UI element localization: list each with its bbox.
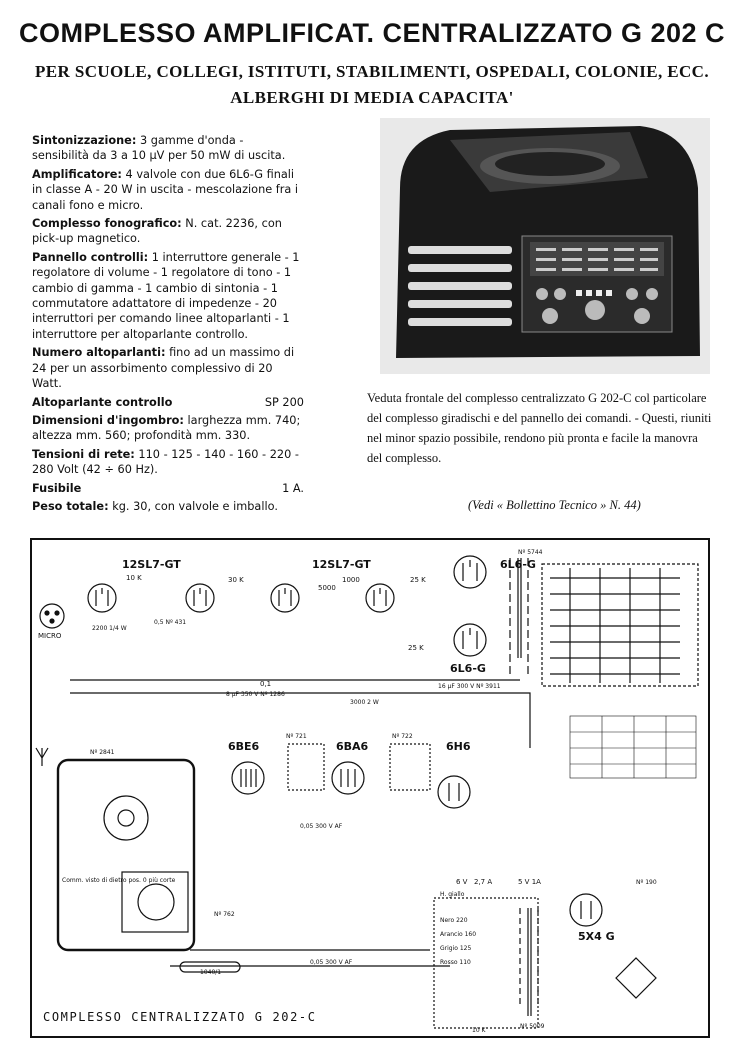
svg-text:0,5 Nº 431: 0,5 Nº 431 <box>154 619 186 626</box>
svg-text:Arancio 160: Arancio 160 <box>440 931 476 938</box>
mains-plug <box>179 961 241 973</box>
page-subtitle-2: ALBERGHI DI MEDIA CAPACITA' <box>230 88 514 107</box>
tube-label-2: 12SL7-GT <box>312 558 371 571</box>
svg-text:2,7 A: 2,7 A <box>474 878 492 886</box>
if-transformer-2 <box>389 743 431 791</box>
tube-label-4: 6L6-G <box>450 662 486 675</box>
micro-label: MICRO <box>38 632 62 640</box>
power-transformer <box>433 897 539 1029</box>
tube-label-8: 5X4 G <box>578 930 615 943</box>
tube-6ba6 <box>331 761 365 795</box>
spec-controls: Pannello controlli: 1 interruttore gener… <box>32 250 300 341</box>
svg-text:Nº 2841: Nº 2841 <box>90 749 115 756</box>
antenna-icon <box>35 747 49 766</box>
svg-text:30 K: 30 K <box>228 576 244 584</box>
microphone-jack <box>39 603 65 629</box>
tube-12sl7-1b <box>185 583 215 613</box>
svg-text:Rosso 110: Rosso 110 <box>440 959 471 966</box>
spec-dimensions: Dimensioni d'ingombro: larghezza mm. 740… <box>32 413 301 443</box>
tube-label-1: 12SL7-GT <box>122 558 181 571</box>
svg-text:Nº 762: Nº 762 <box>214 911 235 918</box>
tube-6l6-lower <box>453 623 487 657</box>
svg-text:5 V 1A: 5 V 1A <box>518 878 541 886</box>
spec-amplifier: Amplificatore: 4 valvole con due 6L6-G f… <box>32 167 299 212</box>
svg-text:2200 1/4 W: 2200 1/4 W <box>92 625 127 632</box>
output-transformer <box>509 558 529 674</box>
band-switch-block <box>56 758 196 952</box>
spec-tuning: Sintonizzazione: 3 gamme d'onda - sensib… <box>32 134 286 163</box>
tube-12sl7-2 <box>270 583 300 613</box>
tube-6be6 <box>231 761 265 795</box>
spec-voltages: Tensioni di rete: 110 - 125 - 140 - 160 … <box>32 447 299 477</box>
spec-phono: Complesso fonografico: N. cat. 2236, con… <box>32 217 282 246</box>
tube-12sl7-1 <box>87 583 117 613</box>
svg-text:Nº 5009: Nº 5009 <box>520 1023 545 1030</box>
svg-text:1040/1: 1040/1 <box>200 969 221 976</box>
tube-6l6-upper <box>453 555 487 589</box>
svg-text:8 µF 350 V Nº 1286: 8 µF 350 V Nº 1286 <box>226 691 285 698</box>
svg-text:0,05 300 V AF: 0,05 300 V AF <box>310 959 353 966</box>
svg-text:Nero 220: Nero 220 <box>440 917 468 924</box>
svg-text:6 V: 6 V <box>456 878 468 886</box>
svg-text:Nº 721: Nº 721 <box>286 733 307 740</box>
svg-text:Nº 5744: Nº 5744 <box>518 549 543 556</box>
svg-text:25 K: 25 K <box>410 576 426 584</box>
spec-weight: Peso totale: kg. 30, con valvole e imbal… <box>32 499 278 513</box>
svg-text:0,1: 0,1 <box>260 680 271 688</box>
svg-text:10 K: 10 K <box>126 574 142 582</box>
switch-block-note: Comm. visto di dietro pos. 0 più corte <box>62 877 176 884</box>
schematic-title: COMPLESSO CENTRALIZZATO G 202-C <box>43 1010 317 1024</box>
svg-text:Grigio 125: Grigio 125 <box>440 945 471 952</box>
svg-text:16 µF 300 V Nº 3911: 16 µF 300 V Nº 3911 <box>438 683 501 690</box>
tube-12sl7-2b <box>365 583 395 613</box>
tube-5x4g <box>569 893 603 927</box>
wire <box>70 692 531 748</box>
svg-text:Nº 190: Nº 190 <box>636 879 657 886</box>
tube-label-7: 6H6 <box>446 740 471 753</box>
svg-text:5000: 5000 <box>318 584 336 592</box>
speaker-switch-matrix <box>541 563 699 687</box>
spec-speakers: Numero altoparlanti: fino ad un massimo … <box>32 346 295 391</box>
tube-6h6 <box>437 775 471 809</box>
product-photo <box>380 118 710 374</box>
photo-caption: Veduta frontale del complesso centralizz… <box>367 391 712 465</box>
wire <box>170 949 450 967</box>
tube-label-6: 6BA6 <box>336 740 369 753</box>
svg-text:1000: 1000 <box>342 576 360 584</box>
svg-text:0,05 300 V AF: 0,05 300 V AF <box>300 823 343 830</box>
bridge-rectifier <box>615 957 657 999</box>
svg-text:10 K: 10 K <box>472 1027 487 1034</box>
svg-text:Nº 722: Nº 722 <box>392 733 413 740</box>
svg-text:25 K: 25 K <box>408 644 424 652</box>
reference-note: (Vedi « Bollettino Tecnico » N. 44) <box>468 498 641 512</box>
spec-list: Sintonizzazione: 3 gamme d'onda - sensib… <box>32 133 304 517</box>
svg-text:3000 2 W: 3000 2 W <box>350 699 379 706</box>
svg-text:H. giallo: H. giallo <box>440 891 465 898</box>
schematic-frame <box>30 538 710 1038</box>
if-transformer-1 <box>287 743 325 791</box>
page-subtitle: PER SCUOLE, COLLEGI, ISTITUTI, STABILIME… <box>35 62 709 81</box>
page-title: COMPLESSO AMPLIFICAT. CENTRALIZZATO G 20… <box>18 18 726 48</box>
tube-label-5: 6BE6 <box>228 740 260 753</box>
speaker-line-table <box>569 715 697 779</box>
circuit-schematic: MICRO 12SL7-GT 10 K 2200 1/4 W 0,5 Nº 43… <box>30 538 710 1038</box>
